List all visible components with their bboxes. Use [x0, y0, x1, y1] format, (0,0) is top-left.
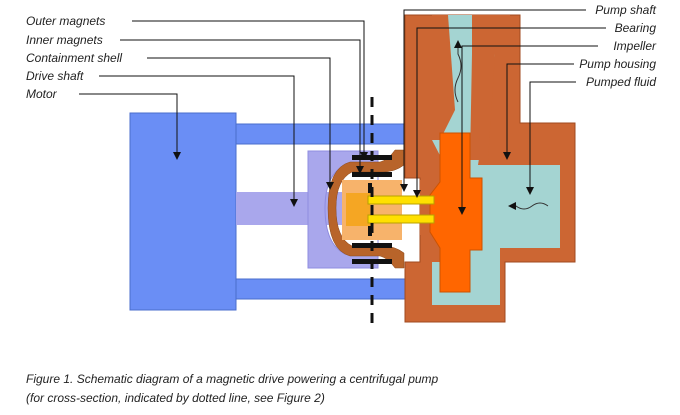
label-outer-magnets: Outer magnets — [26, 14, 106, 28]
flow-arrow-up-icon — [454, 40, 462, 103]
label-containment-shell: Containment shell — [26, 51, 123, 65]
label-impeller: Impeller — [613, 39, 656, 53]
leader-pump-shaft — [400, 9, 586, 192]
label-pump-housing: Pump housing — [579, 57, 656, 71]
label-pumped-fluid: Pumped fluid — [585, 75, 656, 89]
leader-inner-magnets — [120, 39, 364, 174]
small-magnet-a — [368, 183, 372, 193]
motor-bottom-bar — [235, 278, 409, 300]
impeller — [429, 132, 483, 293]
leader-pump-housing — [503, 63, 574, 160]
figure-caption-line-2: (for cross-section, indicated by dotted … — [26, 391, 325, 405]
label-drive-shaft: Drive shaft — [26, 69, 84, 83]
flow-arrow-left-icon — [508, 202, 549, 210]
motor-top-bar — [235, 123, 409, 145]
leader-containment-shell — [147, 57, 334, 190]
leader-bearing — [413, 27, 606, 198]
label-inner-magnets: Inner magnets — [26, 33, 103, 47]
inner-hub-core — [346, 193, 370, 226]
label-motor: Motor — [26, 87, 57, 101]
leader-drive-shaft — [99, 75, 298, 207]
label-pump-shaft: Pump shaft — [595, 3, 656, 17]
label-bearing: Bearing — [614, 21, 656, 35]
drive-shaft — [236, 192, 346, 225]
motor — [129, 112, 237, 311]
pump-shaft — [367, 195, 435, 205]
housing-inner-left — [432, 15, 455, 140]
containment-shell — [327, 149, 405, 269]
pump-shaft-lower — [367, 214, 435, 224]
figure-caption-line-1: Figure 1. Schematic diagram of a magneti… — [26, 372, 439, 386]
leader-outer-magnets — [132, 20, 368, 160]
leader-pumped-fluid — [526, 81, 576, 195]
leader-impeller — [458, 45, 598, 215]
housing-inner-right — [470, 15, 510, 160]
small-magnet-b — [368, 226, 372, 236]
leader-motor — [79, 93, 181, 160]
